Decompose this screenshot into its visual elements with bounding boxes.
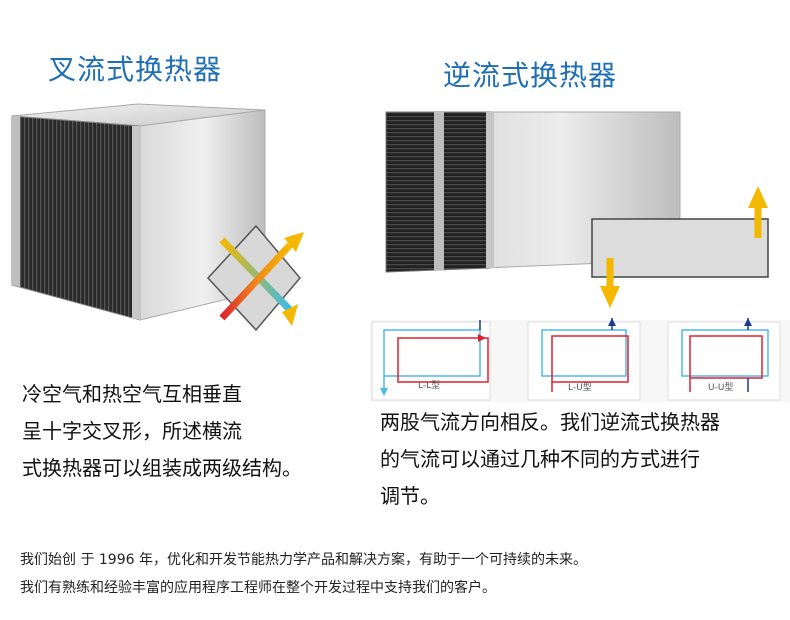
- crossflow-description: 冷空气和热空气互相垂直 呈十字交叉形，所述横流 式换热器可以组装成两级结构。: [22, 376, 302, 487]
- crossflow-desc-line: 冷空气和热空气互相垂直: [22, 382, 242, 406]
- counterflow-desc-line: 调节。: [380, 484, 440, 508]
- crossflow-desc-line: 呈十字交叉形，所述横流: [22, 419, 242, 443]
- footer-line: 我们有熟练和经验丰富的应用程序工程师在整个开发过程中支持我们的客户。: [20, 580, 496, 596]
- config-ll-diagram: L-L型: [371, 320, 491, 401]
- config-lu-label: L-U型: [568, 382, 592, 393]
- footer-line: 我们始创 于 1996 年，优化和开发节能热力学产品和解决方案，有助于一个可持续…: [20, 552, 587, 568]
- config-lu-diagram: L-U型: [527, 318, 641, 401]
- counterflow-title: 逆流式换热器: [443, 59, 618, 92]
- config-ll-label: L-L型: [418, 380, 440, 391]
- config-uu-label: U-U型: [708, 382, 733, 393]
- crossflow-desc-line: 式换热器可以组装成两级结构。: [22, 456, 302, 480]
- counterflow-desc-line: 两股气流方向相反。我们逆流式换热器: [380, 410, 720, 434]
- crossflow-title: 叉流式换热器: [48, 53, 223, 86]
- footer-text: 我们始创 于 1996 年，优化和开发节能热力学产品和解决方案，有助于一个可持续…: [20, 546, 587, 602]
- config-uu-diagram: U-U型: [667, 318, 781, 401]
- counterflow-desc-line: 的气流可以通过几种不同的方式进行: [380, 447, 700, 471]
- counterflow-description: 两股气流方向相反。我们逆流式换热器 的气流可以通过几种不同的方式进行 调节。: [380, 404, 720, 515]
